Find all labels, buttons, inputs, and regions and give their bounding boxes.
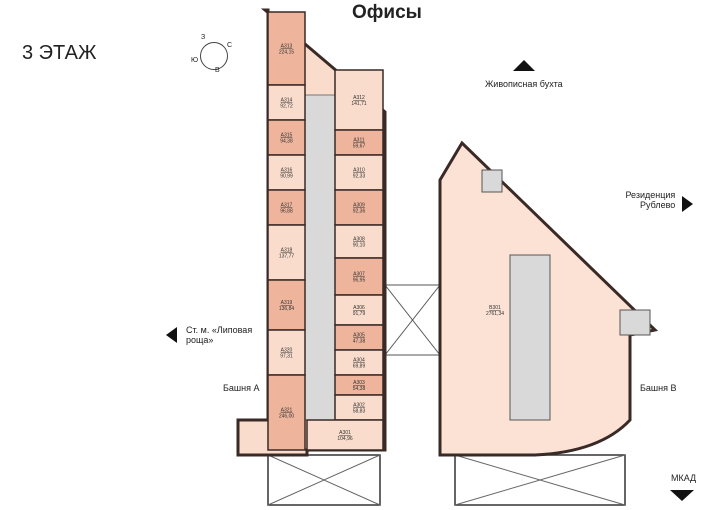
unit-id: А313 — [281, 44, 293, 50]
unit-id: А306 — [353, 305, 365, 311]
unit-area: 96,95 — [353, 278, 366, 284]
unit-id: А317 — [281, 203, 293, 209]
unit-А304[interactable] — [334, 349, 384, 376]
unit-А314[interactable] — [267, 84, 306, 121]
unit-area: 59,67 — [353, 144, 366, 150]
tower-b-label: Башня В — [640, 383, 677, 393]
unit-id: А315 — [281, 133, 293, 139]
unit-area: 92,33 — [353, 174, 366, 180]
unit-area: 94,38 — [280, 139, 293, 145]
unit-area: 90,10 — [353, 243, 366, 249]
unit-А306[interactable] — [334, 294, 384, 326]
unit-area: 224,15 — [279, 50, 295, 56]
unit-id: А310 — [353, 168, 365, 174]
unit-area: 141,71 — [351, 101, 367, 107]
unit-area: 136,84 — [279, 306, 295, 312]
unit-А309[interactable] — [334, 189, 384, 226]
landmark-mkad: МКАД — [671, 473, 697, 483]
unit-id: А303 — [353, 380, 365, 386]
landmark-bay: Живописная бухта — [485, 79, 563, 89]
unit-area: 92,36 — [353, 209, 366, 215]
unit-area: 54,38 — [353, 386, 366, 392]
unit-А310[interactable] — [334, 154, 384, 191]
unit-id: А308 — [353, 237, 365, 243]
unit-area: 92,72 — [280, 104, 293, 110]
unit-area: 137,77 — [279, 254, 295, 260]
unit-area: 69,89 — [353, 364, 366, 370]
arrow-left-icon — [166, 327, 177, 343]
compass-north: З — [201, 34, 206, 41]
arrow-right-icon — [682, 196, 693, 212]
unit-id: А312 — [353, 95, 365, 101]
unit-А321[interactable] — [267, 374, 306, 451]
unit-А315[interactable] — [267, 119, 306, 156]
arrow-down-icon — [670, 490, 694, 501]
unit-А307[interactable] — [334, 257, 384, 296]
unit-А305[interactable] — [334, 324, 384, 351]
compass-icon: З С В Ю — [191, 34, 232, 74]
unit-А317[interactable] — [267, 189, 306, 226]
compass-east: С — [227, 42, 233, 49]
unit-id: А305 — [353, 333, 365, 339]
unit-id: А318 — [281, 248, 293, 254]
unit-id: А307 — [353, 272, 365, 278]
unit-А311[interactable] — [334, 129, 384, 156]
unit-id: А301 — [339, 430, 351, 436]
compass-south: В — [215, 67, 220, 74]
unit-area: 47,38 — [353, 339, 366, 345]
unit-id: А314 — [281, 98, 293, 104]
unit-id: А319 — [281, 300, 293, 306]
unit-А301[interactable] — [306, 419, 384, 451]
unit-А313[interactable] — [267, 11, 306, 86]
unit-id: А304 — [353, 358, 365, 364]
unit-area: 97,31 — [280, 354, 293, 360]
floor-label: 3 ЭТАЖ — [22, 42, 97, 64]
unit-А312[interactable] — [334, 69, 384, 131]
unit-area: 90,99 — [280, 174, 293, 180]
unit-id: А309 — [353, 203, 365, 209]
page-title: Офисы — [352, 2, 422, 23]
arrow-up-icon — [513, 60, 535, 71]
unit-А302[interactable] — [334, 394, 384, 421]
unit-area: 246,00 — [279, 414, 295, 420]
tower-a-core — [304, 94, 336, 421]
unit-area: 104,96 — [337, 436, 353, 442]
unit-area: 58,83 — [353, 409, 366, 415]
bridge-cross — [384, 284, 441, 356]
unit-area: 2761,34 — [486, 311, 504, 317]
unit-id: А316 — [281, 168, 293, 174]
unit-area: 96,88 — [280, 209, 293, 215]
unit-id: А320 — [281, 348, 293, 354]
tower-a-label: Башня А — [223, 383, 260, 393]
unit-id: А302 — [353, 403, 365, 409]
unit-id: А321 — [281, 408, 293, 414]
unit-id: А311 — [353, 138, 365, 144]
tower-b-core — [509, 254, 551, 421]
unit-id: В301 — [489, 305, 501, 311]
unit-А320[interactable] — [267, 329, 306, 376]
compass-west: Ю — [191, 57, 199, 64]
unit-area: 91,79 — [353, 311, 366, 317]
